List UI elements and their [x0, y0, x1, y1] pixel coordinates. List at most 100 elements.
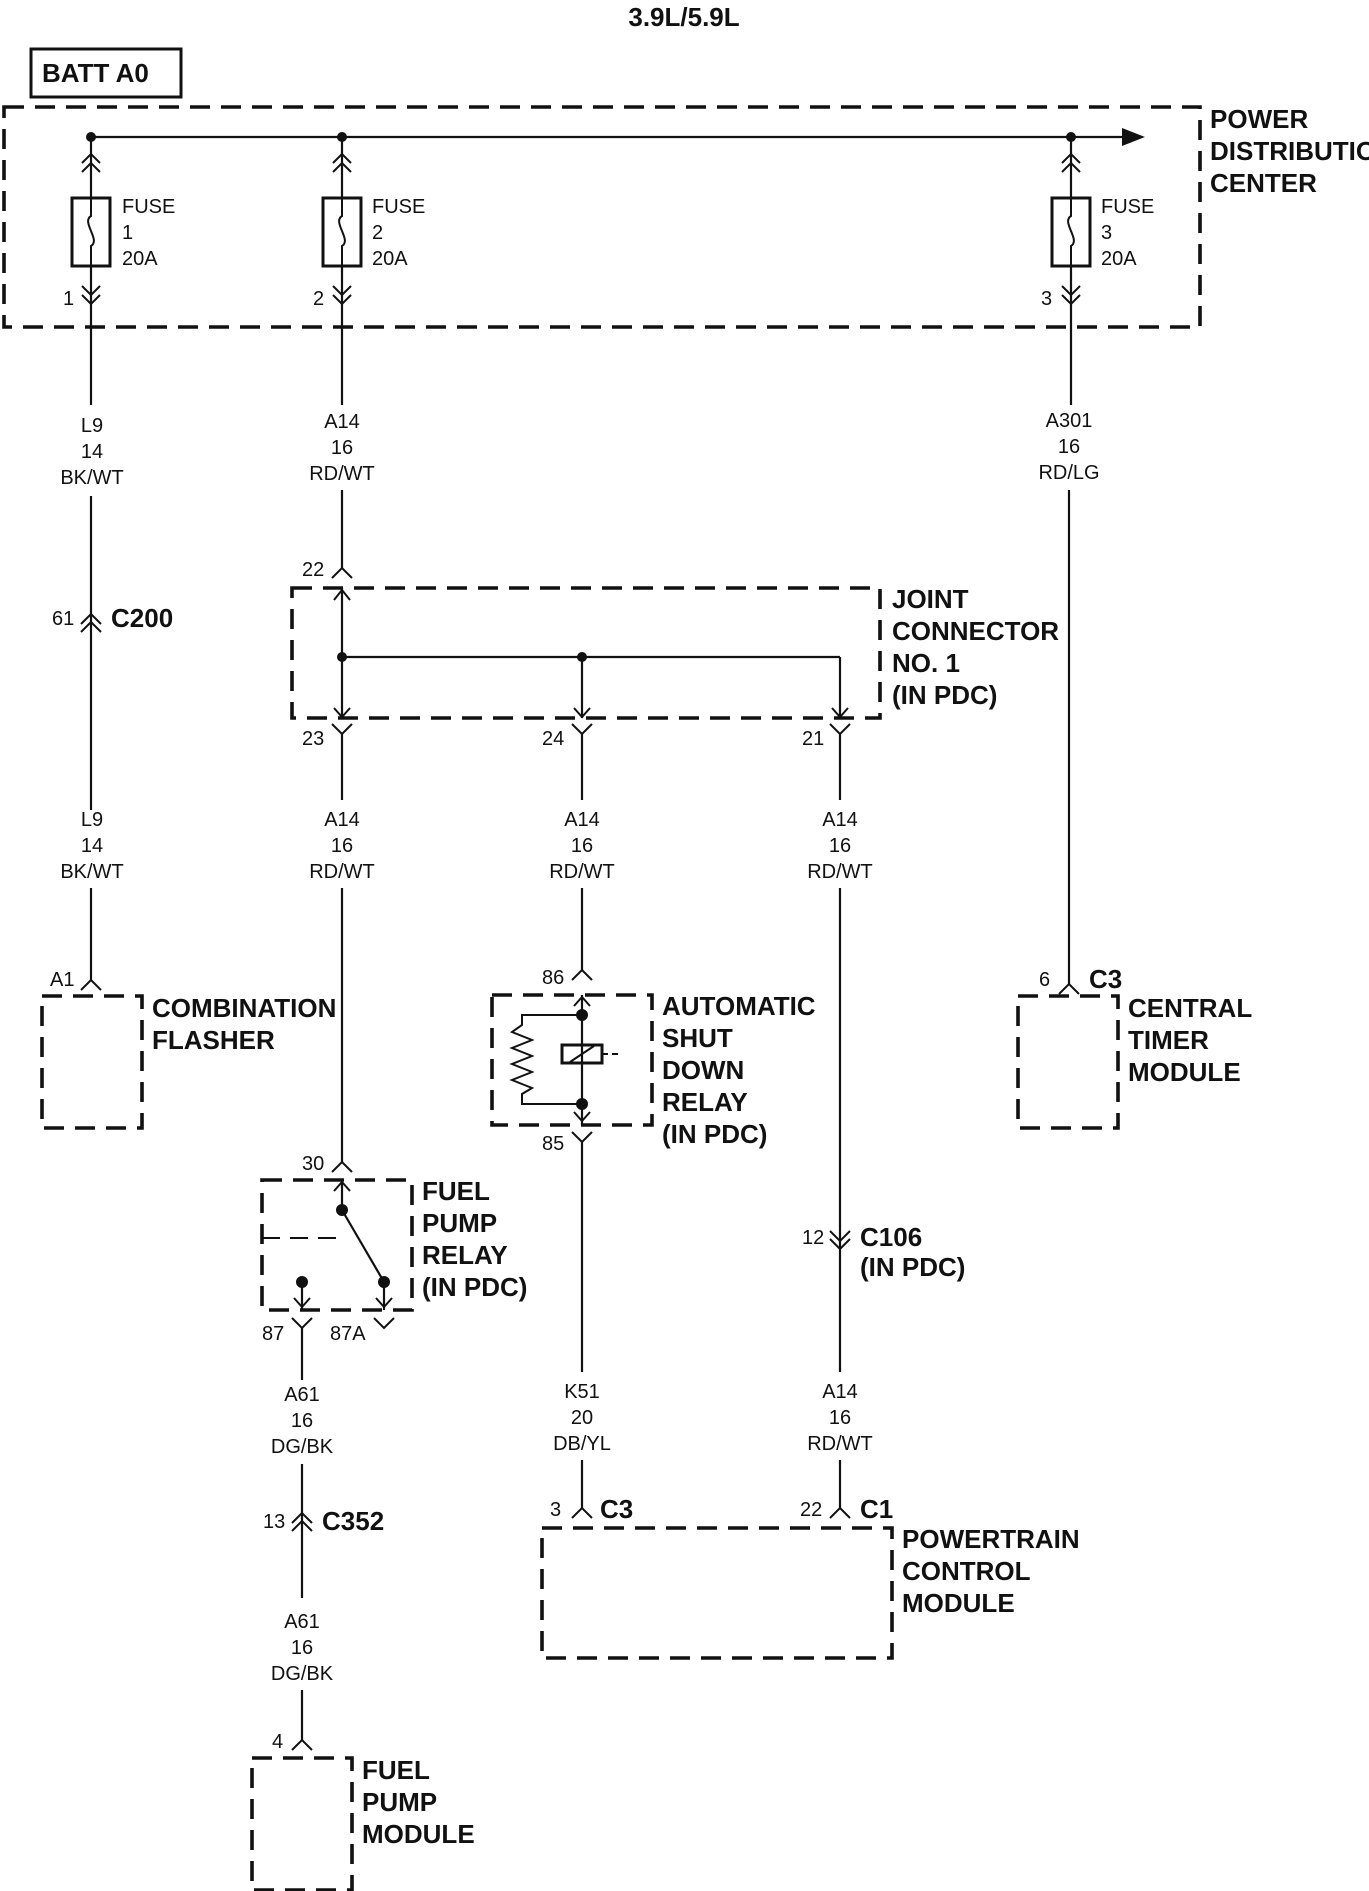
- c106-pin: 12: [802, 1227, 824, 1249]
- svg-text:20A: 20A: [1101, 248, 1137, 270]
- c106-label: C106: [860, 1222, 922, 1252]
- wire-label-a301: A301 16 RD/LG: [1038, 410, 1099, 484]
- svg-text:16: 16: [829, 1407, 851, 1429]
- svg-text:C3: C3: [600, 1494, 633, 1524]
- pdc-label-line-1: POWER: [1210, 104, 1308, 134]
- svg-text:NO. 1: NO. 1: [892, 648, 960, 678]
- svg-text:21: 21: [802, 728, 824, 750]
- svg-text:2: 2: [313, 288, 324, 310]
- svg-text:A301: A301: [1046, 410, 1093, 432]
- powertrain-control-module: POWERTRAIN CONTROL MODULE: [540, 1524, 1080, 1660]
- fuse-1: FUSE 1 20A 1: [63, 137, 175, 405]
- svg-text:FUSE: FUSE: [122, 196, 175, 218]
- svg-text:20: 20: [571, 1407, 593, 1429]
- svg-text:A61: A61: [284, 1384, 320, 1406]
- svg-text:6: 6: [1039, 969, 1050, 991]
- a301-circuit: 6 C3: [1039, 490, 1122, 995]
- svg-text:A14: A14: [324, 411, 360, 433]
- fuel-pump-relay: FUEL PUMP RELAY (IN PDC) 87 87A: [260, 1176, 527, 1345]
- fuse-2: FUSE 2 20A 2: [313, 137, 425, 405]
- combination-flasher: COMBINATION FLASHER: [40, 993, 336, 1130]
- svg-text:C1: C1: [860, 1494, 893, 1524]
- wire-label-a14-24: A14 16 RD/WT: [549, 809, 615, 883]
- svg-text:22: 22: [800, 1499, 822, 1521]
- svg-text:(IN PDC): (IN PDC): [422, 1272, 527, 1302]
- svg-text:RD/WT: RD/WT: [807, 1433, 873, 1455]
- asd-relay-feed: 86: [542, 888, 593, 989]
- c200-pin: 61: [52, 608, 74, 630]
- svg-text:K51: K51: [564, 1381, 600, 1403]
- svg-text:MODULE: MODULE: [1128, 1057, 1241, 1087]
- automatic-shut-down-relay: AUTOMATIC SHUT DOWN RELAY (IN PDC) 85: [490, 991, 816, 1155]
- svg-text:JOINT: JOINT: [892, 584, 969, 614]
- svg-text:C3: C3: [1089, 964, 1122, 994]
- svg-text:RD/WT: RD/WT: [549, 861, 615, 883]
- fuel-pump-module: FUEL PUMP MODULE: [250, 1755, 475, 1891]
- svg-text:1: 1: [63, 288, 74, 310]
- svg-text:20A: 20A: [372, 248, 408, 270]
- a61-circuit: A61 16 DG/BK 13 C352 A61 16 DG/BK 4: [263, 1328, 384, 1753]
- svg-text:30: 30: [302, 1153, 324, 1175]
- svg-text:A1: A1: [50, 969, 74, 991]
- svg-text:DOWN: DOWN: [662, 1055, 744, 1085]
- svg-text:CONTROL: CONTROL: [902, 1556, 1031, 1586]
- svg-text:20A: 20A: [122, 248, 158, 270]
- svg-text:DB/YL: DB/YL: [553, 1433, 611, 1455]
- svg-text:FUSE: FUSE: [1101, 196, 1154, 218]
- svg-text:4: 4: [272, 1731, 283, 1753]
- svg-text:16: 16: [571, 835, 593, 857]
- svg-text:RELAY: RELAY: [662, 1087, 748, 1117]
- svg-text:FUEL: FUEL: [422, 1176, 490, 1206]
- a14-pcm-circuit: 12 C106 (IN PDC) A14 16 RD/WT 22 C1: [800, 888, 965, 1524]
- svg-text:MODULE: MODULE: [902, 1588, 1015, 1618]
- svg-text:BK/WT: BK/WT: [60, 467, 123, 489]
- svg-text:3: 3: [1041, 288, 1052, 310]
- svg-text:24: 24: [542, 728, 564, 750]
- svg-text:FUSE: FUSE: [372, 196, 425, 218]
- svg-text:TIMER: TIMER: [1128, 1025, 1209, 1055]
- svg-text:16: 16: [331, 437, 353, 459]
- wire-label-a14-top: A14 16 RD/WT: [309, 411, 375, 485]
- svg-text:(IN PDC): (IN PDC): [662, 1119, 767, 1149]
- svg-text:A61: A61: [284, 1611, 320, 1633]
- svg-text:DG/BK: DG/BK: [271, 1663, 334, 1685]
- svg-text:14: 14: [81, 835, 103, 857]
- fuel-pump-relay-feed: 30: [302, 888, 353, 1175]
- svg-text:FUEL: FUEL: [362, 1755, 430, 1785]
- k51-circuit: K51 20 DB/YL 3 C3: [550, 1142, 633, 1524]
- svg-text:2: 2: [372, 222, 383, 244]
- batt-a0-label: BATT A0: [42, 58, 149, 88]
- svg-text:A14: A14: [324, 809, 360, 831]
- svg-text:87A: 87A: [330, 1323, 366, 1345]
- svg-text:A14: A14: [564, 809, 600, 831]
- a14-feed: 22: [302, 490, 353, 581]
- svg-text:16: 16: [291, 1410, 313, 1432]
- batt-a0-box: BATT A0: [29, 47, 183, 99]
- power-distribution-center: POWER DISTRIBUTION CENTER: [2, 104, 1369, 329]
- svg-text:L9: L9: [81, 415, 103, 437]
- svg-text:RELAY: RELAY: [422, 1240, 508, 1270]
- svg-text:23: 23: [302, 728, 324, 750]
- svg-text:PUMP: PUMP: [422, 1208, 497, 1238]
- c352-pin: 13: [263, 1511, 285, 1533]
- l9-circuit: 61 C200 L9 14 BK/WT A1: [50, 496, 173, 991]
- svg-text:POWERTRAIN: POWERTRAIN: [902, 1524, 1080, 1554]
- svg-text:RD/WT: RD/WT: [309, 463, 375, 485]
- joint-connector-no-1: JOINT CONNECTOR NO. 1 (IN PDC) 23 24 21: [290, 584, 1059, 750]
- svg-text:RD/WT: RD/WT: [309, 861, 375, 883]
- svg-text:AUTOMATIC: AUTOMATIC: [662, 991, 816, 1021]
- c200-label: C200: [111, 603, 173, 633]
- pdc-label-line-2: DISTRIBUTION: [1210, 136, 1369, 166]
- svg-text:87: 87: [262, 1323, 284, 1345]
- diagram-title: 3.9L/5.9L: [628, 2, 739, 32]
- c352-label: C352: [322, 1506, 384, 1536]
- svg-text:22: 22: [302, 559, 324, 581]
- fuse-3: FUSE 3 20A 3: [1041, 137, 1154, 405]
- svg-text:1: 1: [122, 222, 133, 244]
- wire-label-a14-21: A14 16 RD/WT: [807, 809, 873, 883]
- central-timer-module: CENTRAL TIMER MODULE: [1016, 993, 1252, 1130]
- wire-label-l9-top: L9 14 BK/WT: [60, 415, 123, 489]
- svg-text:16: 16: [291, 1637, 313, 1659]
- svg-text:CONNECTOR: CONNECTOR: [892, 616, 1059, 646]
